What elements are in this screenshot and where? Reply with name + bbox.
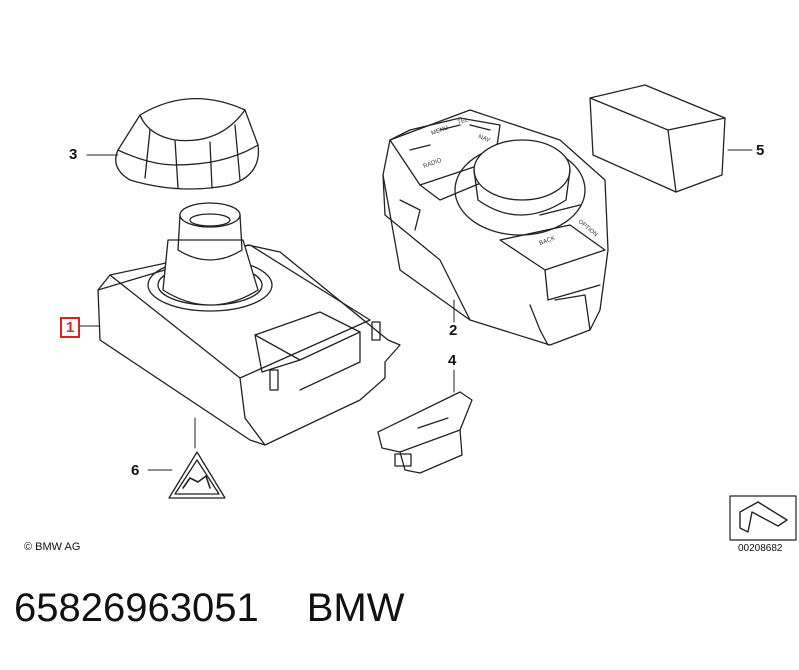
copyright-notice: © BMW AG [24,541,81,553]
brand-name: BMW [306,586,405,630]
menu-key-label: MENU [431,125,450,137]
knob-cap-part [115,97,260,190]
controller-part: MENU TEL NAV RADIO BACK OPTION [382,109,609,346]
footer-caption: 65826963051 BMW [14,586,404,646]
reference-number: 00208682 [738,543,783,554]
tel-key-label: TEL [457,117,470,126]
callout-3: 3 [69,146,78,163]
callout-6: 6 [131,462,140,479]
reference-arrow-box [729,495,797,541]
callout-1: 1 [60,317,81,338]
callout-4: 4 [448,352,457,369]
part-number: 65826963051 [14,586,259,630]
leader-lines [78,149,753,471]
box-part [589,84,726,193]
back-key-label: BACK [539,236,556,247]
housing-part [97,202,401,446]
warning-label-part [168,451,226,499]
callout-5: 5 [756,142,765,159]
callout-2: 2 [449,322,458,339]
cover-part [377,391,473,474]
nav-key-label: NAV [477,134,490,144]
parts-diagram: MENU TEL NAV RADIO BACK OPTION [78,84,797,541]
